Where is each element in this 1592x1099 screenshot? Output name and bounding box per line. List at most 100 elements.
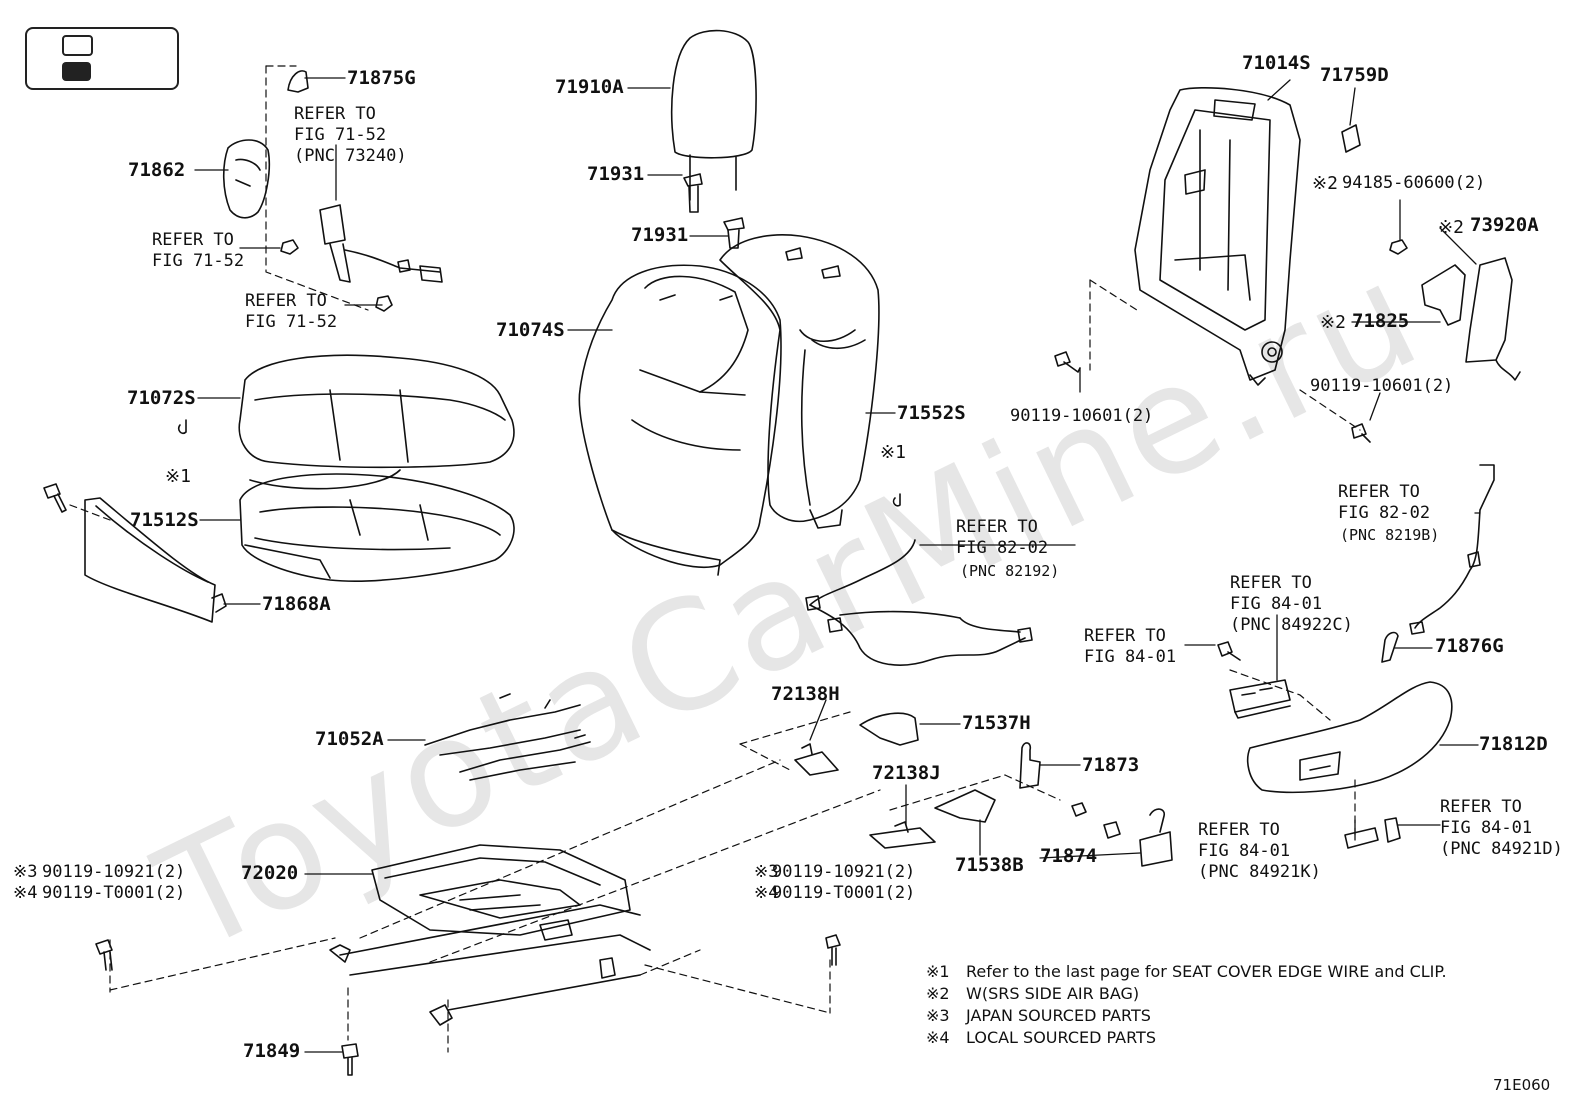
part-label-71910A: 71910A: [555, 76, 624, 98]
bolt-icon: [1054, 351, 1371, 443]
seatback-back-71552S: [719, 234, 880, 529]
note-mark-3: ※3: [754, 862, 779, 882]
note-text: W(SRS SIDE AIR BAG): [966, 984, 1140, 1003]
part-label-71074S: 71074S: [496, 319, 565, 341]
note-text: JAPAN SOURCED PARTS: [966, 1006, 1151, 1025]
cushion-cover-71072S: [238, 354, 515, 490]
note-mark: ※3: [926, 1006, 950, 1025]
refer-label-fig-82-02: REFER TO FIG 82-02: [1338, 482, 1431, 523]
part-label-71812D: 71812D: [1479, 733, 1548, 755]
refer-label-fig-84-01-pnc-84921K: REFER TO FIG 84-01 (PNC 84921K): [1198, 820, 1321, 882]
headrest-71910A: [670, 29, 757, 201]
cover-72138H: [794, 743, 839, 776]
part-label-71875G: 71875G: [347, 67, 416, 89]
screw-icon: [43, 483, 67, 513]
note-mark-4: ※4: [13, 883, 38, 903]
switch-84922C: [1229, 679, 1291, 719]
seatback-frame-71014S: [1134, 87, 1301, 386]
part-label-71931: 71931: [587, 163, 645, 185]
dashed-lines: [69, 65, 1361, 1053]
knob-84921K: [1344, 827, 1379, 849]
part-label-71538B: 71538B: [955, 854, 1024, 876]
legend-white-swatch: [62, 35, 93, 56]
note-text: Refer to the last page for SEAT COVER ED…: [966, 962, 1447, 981]
part-label-90119-10601: 90119-10601(2): [1010, 406, 1154, 426]
bracket-71825: [1421, 264, 1466, 326]
refer-label-fig-71-52: REFER TO FIG 71-52: [152, 230, 245, 271]
note-mark: ※2: [926, 984, 950, 1003]
refer-label-fig-82-02: REFER TO FIG 82-02: [956, 517, 1049, 558]
part-label-71876G: 71876G: [1435, 635, 1504, 657]
part-label-71014S: 71014S: [1242, 52, 1311, 74]
note-mark-1: ※1: [880, 442, 906, 463]
part-label-71825: 71825: [1352, 310, 1410, 332]
screw-icon: [1217, 641, 1241, 661]
part-label-72138J: 72138J: [872, 762, 941, 784]
seatback-cover-71074S: [578, 264, 782, 576]
bolt-71849: [341, 1043, 359, 1076]
part-label-71052A: 71052A: [315, 728, 384, 750]
note-mark-2: ※2: [1312, 173, 1338, 194]
note-mark-3: ※3: [13, 862, 38, 882]
part-label-90119-10921: 90119-10921(2): [42, 862, 186, 882]
part-label-71537H: 71537H: [962, 712, 1031, 734]
knob-84921D: [1384, 817, 1401, 843]
trim-71876G: [1381, 631, 1399, 663]
bracket-71537H: [859, 712, 919, 746]
refer-label-fig-84-01-pnc-84921D: REFER TO FIG 84-01 (PNC 84921D): [1440, 797, 1563, 859]
cover-72138J: [869, 821, 936, 849]
part-label-71849: 71849: [243, 1040, 301, 1062]
part-label-71552S: 71552S: [897, 402, 966, 424]
part-label-71862: 71862: [128, 159, 186, 181]
legend-black-swatch: [62, 62, 91, 81]
clip-icon: [177, 419, 187, 435]
nut-94185: [1389, 239, 1408, 255]
clip-icon-2: [892, 493, 901, 507]
figure-code: 71E060: [1493, 1076, 1551, 1094]
note-mark: ※1: [926, 962, 950, 981]
part-label-90119-T0001: 90119-T0001(2): [772, 883, 916, 903]
part-label-71759D: 71759D: [1320, 64, 1389, 86]
note-mark-2: ※2: [1320, 312, 1346, 333]
wire-harness-8219B: [1409, 464, 1495, 635]
part-label-71072S: 71072S: [127, 387, 196, 409]
wire-harness-82192: [805, 539, 1033, 666]
hook-71873: [1019, 742, 1041, 789]
refer-label-fig-71-52: REFER TO FIG 71-52: [245, 291, 338, 332]
clip-71759D: [1341, 124, 1361, 153]
legend-box: [25, 27, 179, 90]
note-mark-1: ※1: [165, 466, 191, 487]
hook-71874: [1139, 808, 1173, 867]
part-label-71512S: 71512S: [130, 509, 199, 531]
part-label-94185-60600: 94185-60600(2): [1342, 173, 1486, 193]
part-label-90119-T0001: 90119-T0001(2): [42, 883, 186, 903]
part-label-73920A: 73920A: [1470, 214, 1539, 236]
refer-pnc-82192: (PNC 82192): [960, 562, 1060, 580]
refer-label-fig-84-01-pnc-84922C: REFER TO FIG 84-01 (PNC 84922C): [1230, 573, 1353, 635]
nut-icon: [280, 239, 393, 312]
side-shield-71812D: [1246, 681, 1453, 794]
refer-label-fig-71-52-pnc-73240: REFER TO FIG 71-52 (PNC 73240): [294, 104, 407, 166]
seatbelt-buckle: [319, 204, 443, 283]
airbag-73920A: [1465, 257, 1521, 381]
part-label-72138H: 72138H: [771, 683, 840, 705]
note-mark-2: ※2: [1438, 217, 1464, 238]
part-label-72020: 72020: [241, 862, 299, 884]
note-mark: ※4: [926, 1028, 950, 1047]
part-label-71873: 71873: [1082, 754, 1140, 776]
part-label-71868A: 71868A: [262, 593, 331, 615]
shield-71862: [222, 139, 271, 219]
note-mark-4: ※4: [754, 883, 779, 903]
cap-71875G: [287, 70, 309, 93]
spring-71052A: [424, 693, 591, 781]
side-cover-71868A: [84, 497, 227, 623]
seat-frame-72020: [329, 844, 651, 1026]
part-label-90119-10921: 90119-10921(2): [772, 862, 916, 882]
headrest-guide-71931: [683, 173, 745, 249]
part-label-71931: 71931: [631, 224, 689, 246]
note-text: LOCAL SOURCED PARTS: [966, 1028, 1156, 1047]
part-label-90119-10601: 90119-10601(2): [1310, 376, 1454, 396]
part-label-71874: 71874: [1040, 845, 1098, 867]
